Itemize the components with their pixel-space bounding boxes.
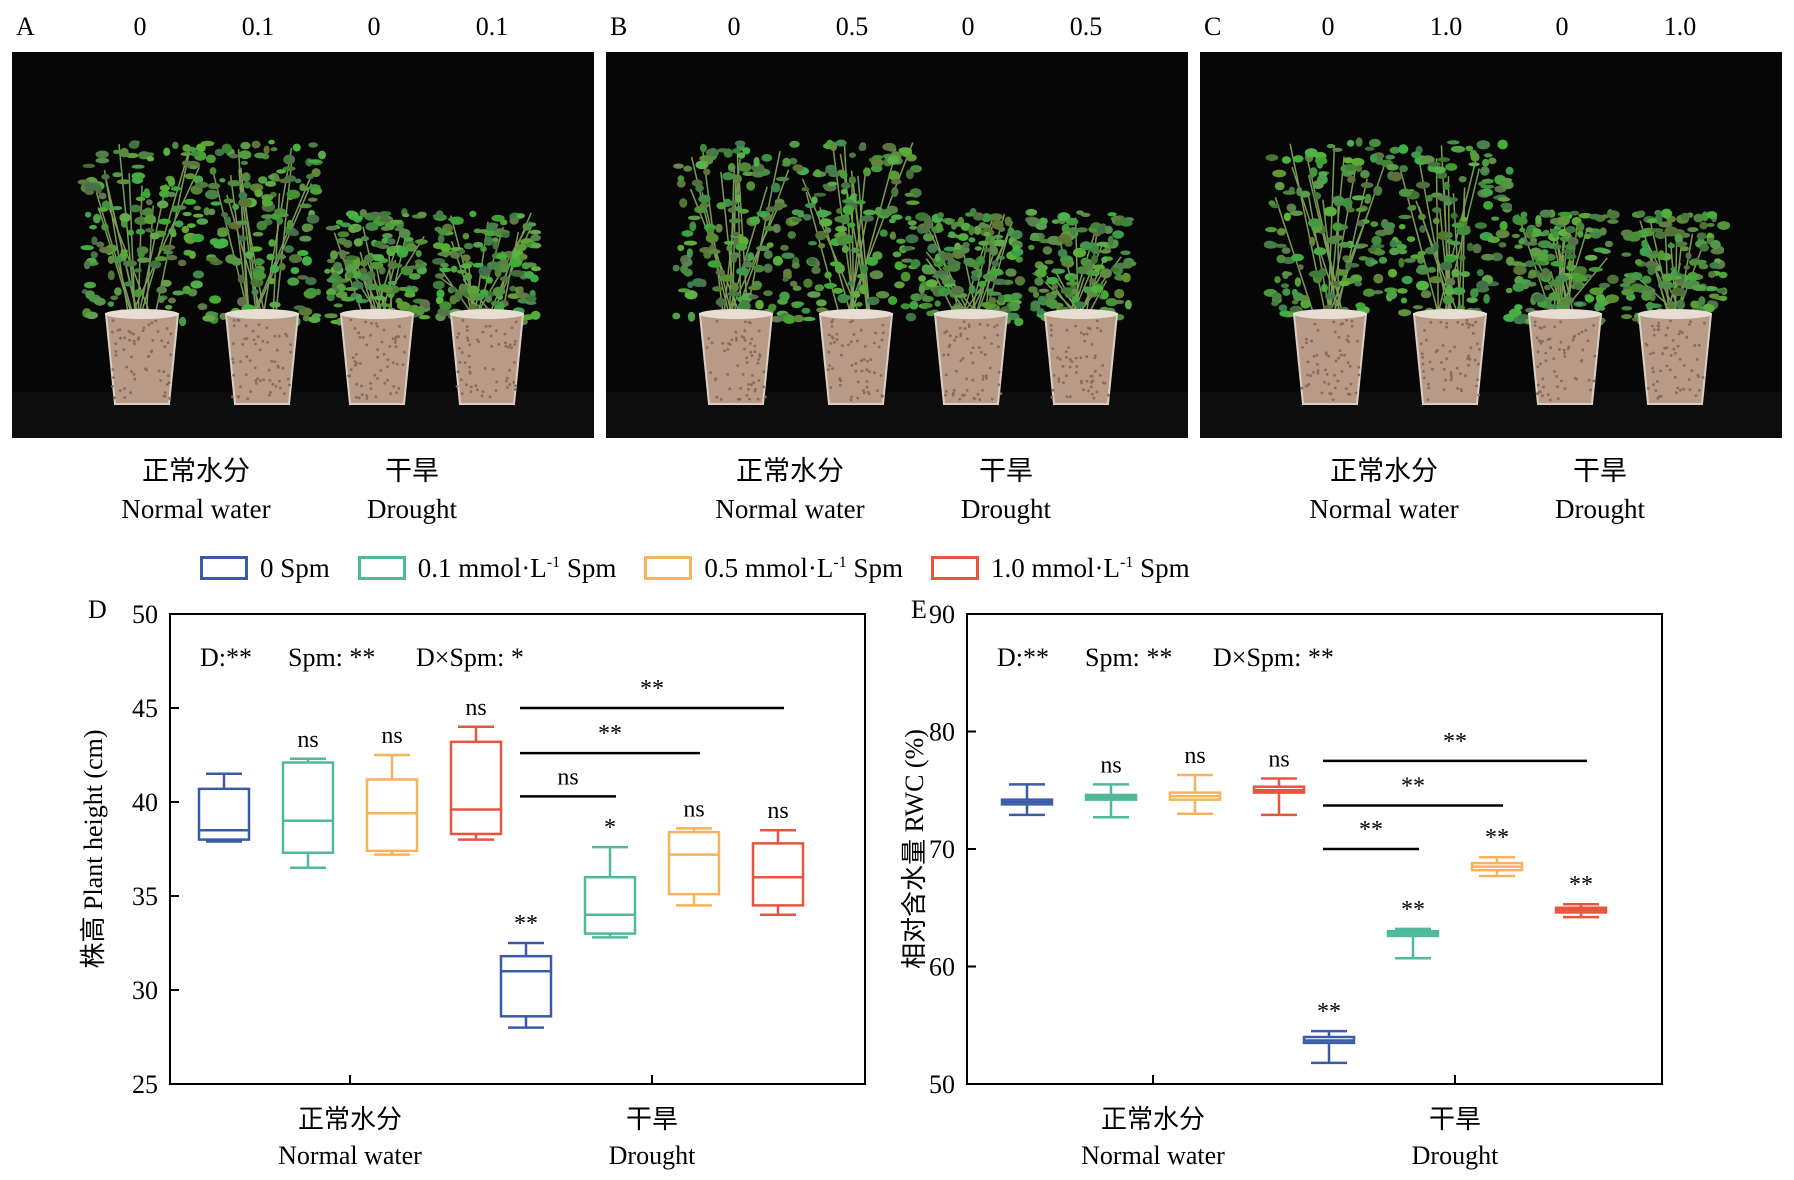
comparison-label: ** — [598, 721, 622, 747]
dose-label: 0.1 — [475, 12, 509, 41]
y-tick-label: 60 — [929, 953, 955, 982]
legend-swatch — [200, 556, 248, 580]
significance-label: ** — [1317, 999, 1341, 1025]
box-body — [751, 842, 805, 907]
plant-photo-c — [1200, 52, 1782, 438]
x-group-label-cn: 干旱 — [626, 1105, 678, 1134]
box-body — [583, 875, 637, 935]
plant-photo-a — [12, 52, 594, 438]
plant-photo-b — [606, 52, 1188, 438]
panel-label-d: D — [88, 595, 107, 624]
panel-label-c: C — [1204, 12, 1222, 41]
plot-frame — [169, 613, 866, 1085]
y-tick-label: 25 — [132, 1070, 158, 1099]
legend-swatch — [931, 556, 979, 580]
comparison-label: ** — [1443, 729, 1467, 755]
comparison-label: ** — [640, 676, 664, 702]
legend-label: 0 Spm — [260, 552, 330, 583]
box-body — [499, 954, 553, 1018]
comparison-label: ns — [557, 764, 578, 790]
x-group-label-en: Drought — [1412, 1141, 1499, 1170]
dose-label: 0 — [727, 12, 741, 41]
box-body — [197, 787, 251, 841]
box-body — [365, 778, 419, 853]
y-tick-label: 70 — [929, 835, 955, 864]
y-tick-label: 30 — [132, 976, 158, 1005]
panel-label-a: A — [16, 12, 35, 41]
legend-swatch — [357, 556, 406, 580]
x-group-label-en: Normal water — [1081, 1141, 1225, 1170]
stats-annotation: D×Spm: ** — [1213, 643, 1334, 672]
dose-label: 0.5 — [835, 12, 869, 41]
legend-label: 0.1 mmol·L-1 Spm — [417, 552, 617, 583]
dose-label: 0 — [1321, 12, 1335, 41]
dose-label: 0 — [1555, 12, 1569, 41]
significance-label: * — [604, 815, 616, 841]
legend-item: 0.1 mmol·L-1 Spm — [357, 552, 617, 584]
dose-label: 0 — [367, 12, 381, 41]
x-group-label-cn: 干旱 — [1429, 1105, 1481, 1134]
legend: 0 Spm 0.1 mmol·L-1 Spm 0.5 mmol·L-1 Spm 1.0… — [200, 548, 1218, 588]
significance-label: ** — [1401, 897, 1425, 923]
panel-label-e: E — [911, 595, 927, 624]
dose-label: 0.1 — [241, 12, 275, 41]
y-tick-label: 35 — [132, 882, 158, 911]
y-tick-label: 40 — [132, 788, 158, 817]
legend-label: 1.0 mmol·L-1 Spm — [991, 552, 1190, 583]
significance-label: ns — [381, 723, 402, 749]
y-tick-label: 80 — [929, 718, 955, 747]
legend-item: 0.5 mmol·L-1 Spm — [644, 553, 903, 584]
box-body — [281, 761, 335, 855]
y-tick-label: 45 — [132, 694, 158, 723]
significance-label: ** — [1485, 825, 1509, 851]
chart-rwc: E 50 60 70 80 90 相对含水量 RWC (%) D:** Spm: ** D×Spm… — [900, 595, 1663, 1170]
legend-label: 0.5 mmol·L-1 Spm — [704, 552, 903, 583]
significance-label: ns — [465, 695, 486, 721]
chart-plant-height: D 25 30 35 40 45 50 株高 Plant height (cm) D:** Spm… — [79, 595, 866, 1170]
dose-label: 0 — [961, 12, 975, 41]
y-axis-label: 株高 Plant height (cm) — [79, 729, 108, 968]
significance-label: ** — [1569, 872, 1593, 898]
legend-swatch — [644, 556, 693, 580]
plot-frame — [966, 613, 1663, 1085]
dose-label: 1.0 — [1663, 12, 1697, 41]
significance-label: ns — [297, 727, 318, 753]
stats-annotation: Spm: ** — [1085, 643, 1172, 672]
significance-label: ns — [1184, 743, 1205, 769]
comparison-label: ** — [1401, 774, 1425, 800]
box-body — [449, 740, 503, 836]
y-tick-label: 90 — [929, 600, 955, 629]
stats-annotation: D:** — [200, 643, 252, 672]
x-group-label-cn: 正常水分 — [298, 1105, 402, 1134]
dose-label: 1.0 — [1429, 12, 1463, 41]
x-group-label-cn: 正常水分 — [1101, 1105, 1205, 1134]
significance-label: ns — [767, 798, 788, 824]
box-body — [667, 830, 721, 896]
stats-annotation: D:** — [997, 643, 1049, 672]
legend-item: 0 Spm — [200, 553, 330, 584]
dose-label: 0 — [133, 12, 147, 41]
significance-label: ns — [1100, 752, 1121, 778]
significance-label: ns — [1268, 747, 1289, 773]
x-group-label-en: Drought — [609, 1141, 696, 1170]
significance-label: ns — [683, 796, 704, 822]
stats-annotation: Spm: ** — [288, 643, 375, 672]
x-group-label-en: Normal water — [278, 1141, 422, 1170]
legend-item: 1.0 mmol·L-1 Spm — [931, 553, 1190, 584]
panel-label-b: B — [610, 12, 628, 41]
stats-annotation: D×Spm: * — [416, 643, 524, 672]
y-axis-label: 相对含水量 RWC (%) — [900, 729, 929, 969]
y-tick-label: 50 — [132, 600, 158, 629]
dose-label: 0.5 — [1069, 12, 1103, 41]
comparison-label: ** — [1359, 817, 1383, 843]
significance-label: ** — [514, 911, 538, 937]
y-tick-label: 50 — [929, 1070, 955, 1099]
